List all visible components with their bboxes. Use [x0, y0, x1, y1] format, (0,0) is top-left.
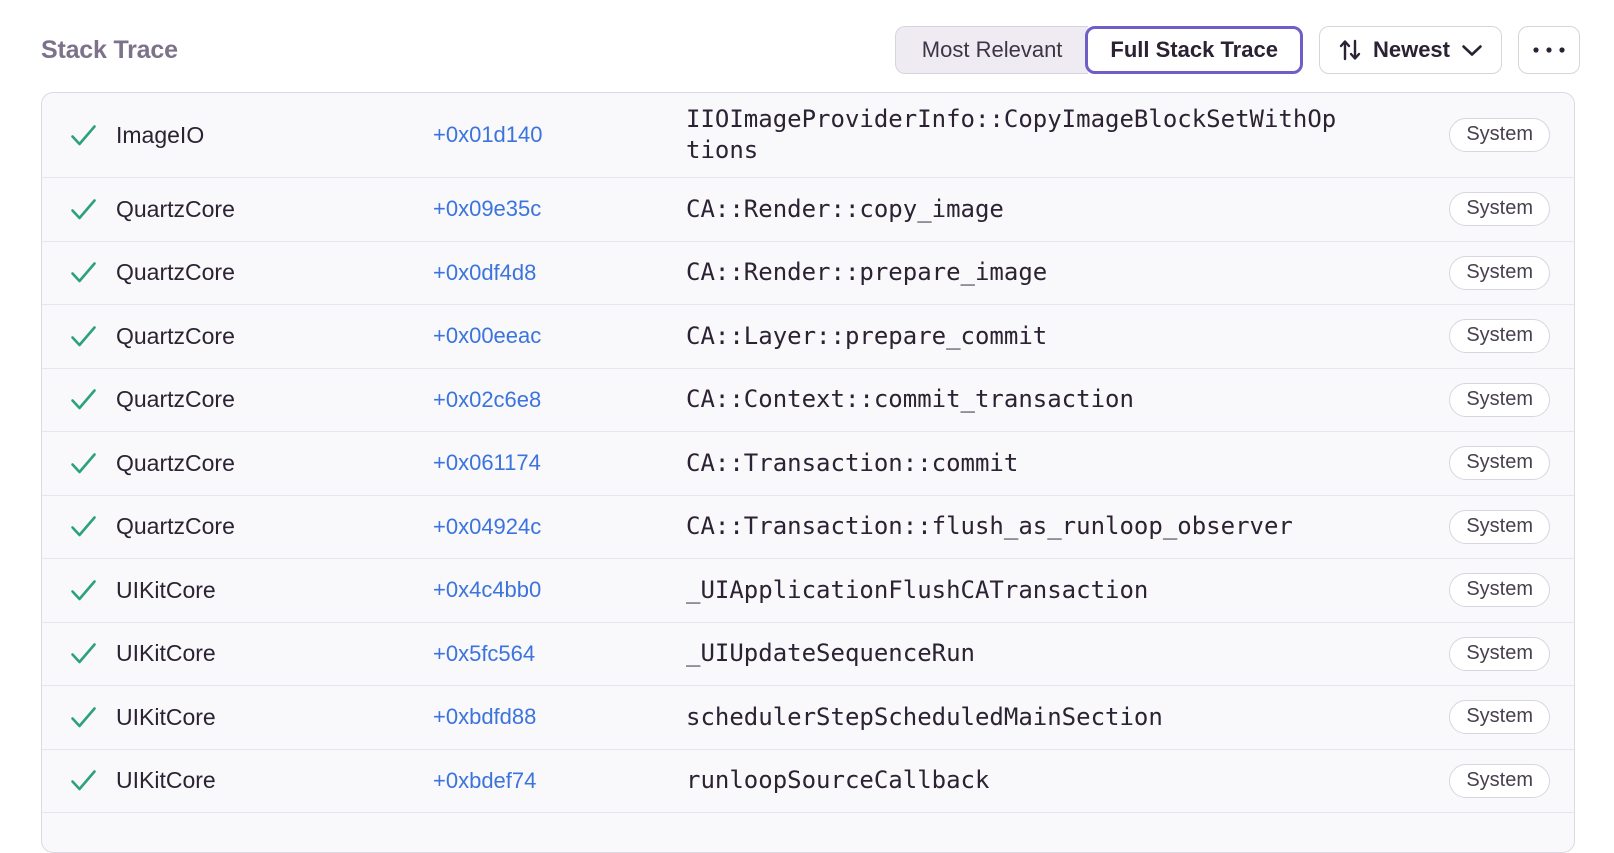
frame-check-cell: [42, 514, 116, 539]
frame-function: runloopSourceCallback: [686, 766, 990, 795]
stack-frame-row[interactable]: UIKitCore +0x5fc564 _UIUpdateSequenceRun…: [42, 621, 1574, 686]
frame-module: QuartzCore: [116, 322, 235, 349]
checkmark-icon: [69, 324, 98, 349]
frame-module: UIKitCore: [116, 576, 216, 603]
stack-frame-row[interactable]: QuartzCore +0x061174 CA::Transaction::co…: [42, 431, 1574, 495]
stack-frame-row[interactable]: QuartzCore +0x0df4d8 CA::Render::prepare…: [42, 240, 1574, 305]
frame-origin-badge: System: [1449, 382, 1550, 417]
frame-origin-badge: System: [1449, 636, 1550, 671]
stack-frame-row[interactable]: QuartzCore +0x09e35c CA::Render::copy_im…: [42, 177, 1574, 241]
frame-module: QuartzCore: [116, 195, 235, 222]
frame-check-cell: [42, 123, 116, 148]
frame-origin-badge: System: [1449, 509, 1550, 544]
checkmark-icon: [69, 387, 98, 412]
stack-trace-table: ImageIO +0x01d140 IIOImageProviderInfo::…: [41, 92, 1575, 853]
frame-function: _UIUpdateSequenceRun: [686, 639, 975, 668]
frame-address-link[interactable]: +0x00eeac: [433, 323, 542, 349]
checkmark-icon: [69, 451, 98, 476]
stack-frame-row[interactable]: QuartzCore +0x04924c CA::Transaction::fl…: [42, 494, 1574, 559]
frame-function: _UIApplicationFlushCATransaction: [686, 575, 1149, 604]
frame-module: QuartzCore: [116, 513, 235, 540]
checkmark-icon: [69, 197, 98, 222]
frame-function: CA::Transaction::commit: [686, 448, 1019, 477]
frame-function: schedulerStepScheduledMainSection: [686, 702, 1163, 731]
stack-trace-header: Stack Trace Most Relevant Full Stack Tra…: [41, 26, 1580, 74]
toolbar: Most Relevant Full Stack Trace Newest: [894, 26, 1580, 74]
frame-function: CA::Transaction::flush_as_runloop_observ…: [686, 512, 1293, 541]
sort-button[interactable]: Newest: [1318, 26, 1502, 74]
view-toggle: Most Relevant Full Stack Trace: [894, 26, 1303, 74]
frame-check-cell: [42, 197, 116, 222]
checkmark-icon: [69, 260, 98, 285]
frame-address-link[interactable]: +0x02c6e8: [433, 386, 542, 412]
frame-address-link[interactable]: +0x5fc564: [433, 640, 536, 666]
page-title: Stack Trace: [41, 35, 178, 64]
stack-frame-row[interactable]: UIKitCore +0xbdef74 runloopSourceCallbac…: [42, 748, 1574, 813]
stack-frame-row[interactable]: ImageIO +0x01d140 IIOImageProviderInfo::…: [42, 93, 1574, 177]
checkmark-icon: [69, 705, 98, 730]
frame-address-link[interactable]: +0x09e35c: [433, 196, 542, 222]
frame-origin-badge: System: [1449, 319, 1550, 354]
frame-address-link[interactable]: +0x04924c: [433, 513, 542, 539]
frame-address-link[interactable]: +0x0df4d8: [433, 259, 537, 285]
frame-address-link[interactable]: +0x061174: [433, 450, 541, 476]
frame-function: IIOImageProviderInfo::CopyImageBlockSetW…: [686, 105, 1337, 164]
frame-address-link[interactable]: +0x4c4bb0: [433, 577, 542, 603]
frame-function: CA::Render::prepare_image: [686, 258, 1048, 287]
frame-address-link[interactable]: +0xbdef74: [433, 767, 537, 793]
frame-address-link[interactable]: +0x01d140: [433, 122, 543, 147]
frame-address-link[interactable]: +0xbdfd88: [433, 704, 537, 730]
checkmark-icon: [69, 768, 98, 793]
more-options-button[interactable]: [1518, 26, 1580, 74]
stack-frame-row-cutoff[interactable]: [42, 812, 1574, 852]
frame-function: CA::Render::copy_image: [686, 194, 1004, 223]
most-relevant-button[interactable]: Most Relevant: [894, 26, 1089, 74]
frame-origin-badge: System: [1449, 763, 1550, 798]
frame-check-cell: [42, 387, 116, 412]
frame-origin-badge: System: [1449, 700, 1550, 735]
stack-frame-row[interactable]: QuartzCore +0x02c6e8 CA::Context::commit…: [42, 367, 1574, 432]
checkmark-icon: [69, 641, 98, 666]
frame-module: UIKitCore: [116, 640, 216, 667]
stack-frame-row[interactable]: UIKitCore +0x4c4bb0 _UIApplicationFlushC…: [42, 558, 1574, 622]
frame-check-cell: [42, 324, 116, 349]
checkmark-icon: [69, 578, 98, 603]
frame-origin-badge: System: [1449, 255, 1550, 290]
full-stack-trace-button[interactable]: Full Stack Trace: [1085, 26, 1303, 74]
frame-check-cell: [42, 578, 116, 603]
frame-check-cell: [42, 641, 116, 666]
frame-check-cell: [42, 705, 116, 730]
frame-module: UIKitCore: [116, 767, 216, 794]
frame-origin-badge: System: [1449, 192, 1550, 227]
ellipsis-icon: [1531, 46, 1567, 54]
sort-arrows-icon: [1338, 37, 1362, 63]
sort-button-label: Newest: [1372, 37, 1450, 62]
chevron-down-icon: [1461, 44, 1483, 57]
frame-check-cell: [42, 260, 116, 285]
frame-function: CA::Context::commit_transaction: [686, 385, 1134, 414]
frame-origin-badge: System: [1449, 118, 1550, 152]
frame-function: CA::Layer::prepare_commit: [686, 321, 1048, 350]
frame-module: UIKitCore: [116, 703, 216, 730]
frame-check-cell: [42, 451, 116, 476]
frame-module: QuartzCore: [116, 386, 235, 413]
checkmark-icon: [69, 514, 98, 539]
stack-frame-row[interactable]: QuartzCore +0x00eeac CA::Layer::prepare_…: [42, 304, 1574, 368]
frame-module: ImageIO: [116, 121, 205, 148]
checkmark-icon: [69, 123, 98, 148]
frame-origin-badge: System: [1449, 446, 1550, 481]
stack-frame-row[interactable]: UIKitCore +0xbdfd88 schedulerStepSchedul…: [42, 685, 1574, 749]
frame-module: QuartzCore: [116, 259, 235, 286]
frame-check-cell: [42, 768, 116, 793]
frame-module: QuartzCore: [116, 449, 235, 476]
frame-origin-badge: System: [1449, 573, 1550, 608]
